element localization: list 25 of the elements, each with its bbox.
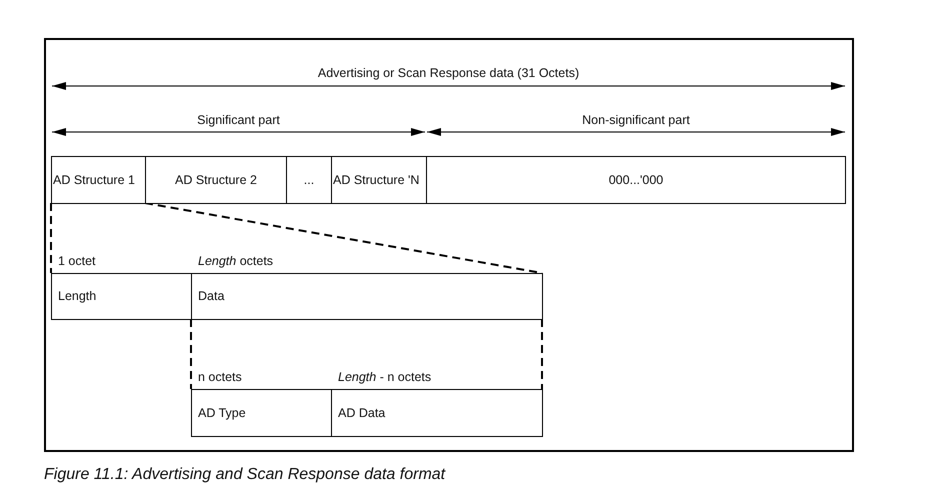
dashed-zoom-line — [190, 319, 192, 389]
dimension-label: Non-significant part — [582, 112, 690, 129]
field-cell — [426, 156, 846, 204]
field-name: ... — [304, 172, 314, 189]
dimension-label: Advertising or Scan Response data (31 Octets) — [318, 65, 580, 82]
field-name: AD Data — [338, 404, 386, 422]
field-name: Length — [58, 288, 96, 306]
figure-caption: Figure 11.1: Advertising and Scan Response data format — [44, 465, 446, 485]
field-name: AD Structure 2 — [175, 172, 257, 189]
field-cell — [51, 156, 146, 204]
field-name: AD Type — [198, 404, 246, 422]
dashed-zoom-line — [50, 203, 52, 273]
field-name: 000...'000 — [608, 172, 664, 189]
dashed-zoom-line — [541, 319, 543, 389]
field-size-label: 1 octet — [58, 253, 96, 270]
field-cell — [286, 156, 332, 204]
field-size-label: Length octets — [198, 253, 274, 270]
field-size-label: n octets — [198, 369, 242, 386]
dimension-label: Significant part — [197, 112, 280, 129]
field-cell — [331, 156, 427, 204]
field-size-label: Length - n octets — [338, 369, 432, 386]
field-cell — [145, 156, 287, 204]
field-name: Data — [198, 288, 224, 306]
field-name: AD Structure 1 — [53, 172, 135, 189]
field-name: AD Structure 'N — [333, 172, 420, 189]
